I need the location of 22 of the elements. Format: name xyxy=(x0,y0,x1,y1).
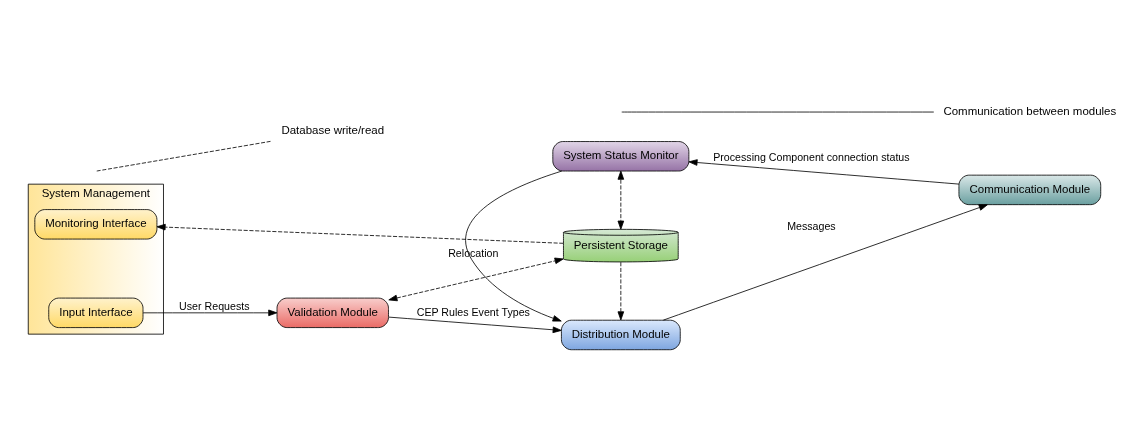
node-box: Validation Module xyxy=(276,297,389,328)
node-box: Monitoring Interface xyxy=(34,209,158,240)
edge-label: CEP Rules Event Types xyxy=(416,305,530,318)
arrow xyxy=(388,316,562,334)
node-box: System Status Monitor xyxy=(552,141,690,172)
edge-label: Relocation xyxy=(448,246,499,259)
node-box: Input Interface xyxy=(48,297,144,328)
arrow xyxy=(142,309,278,317)
edge-label: Messages xyxy=(787,220,836,233)
arrow xyxy=(617,261,625,321)
arrow xyxy=(156,223,564,244)
legend-label: Communication between modules xyxy=(943,105,1117,118)
node-box: Distribution Module xyxy=(561,319,681,351)
arrow xyxy=(662,204,988,321)
edge-label: Processing Component connection status xyxy=(713,150,910,163)
arrow xyxy=(388,257,564,302)
arrow xyxy=(688,159,960,185)
arrow xyxy=(465,170,563,322)
arrow xyxy=(617,170,625,230)
edge-label: User Requests xyxy=(179,299,250,312)
node-box: Communication Module xyxy=(958,174,1102,206)
legend-label: Database write/read xyxy=(281,123,385,136)
